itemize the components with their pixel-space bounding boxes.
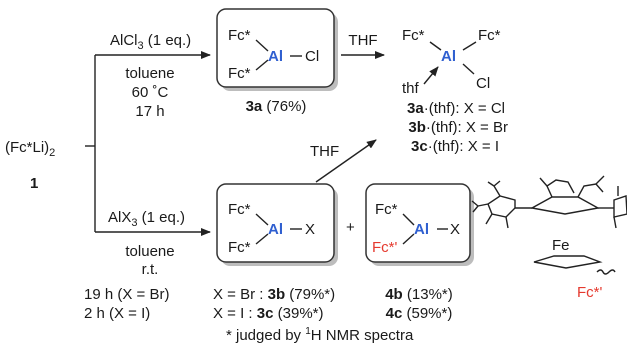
svg-text:3c·(thf): X = I: 3c·(thf): X = I bbox=[411, 138, 499, 155]
svg-text:Fc*: Fc* bbox=[228, 65, 251, 82]
svg-text:THF: THF bbox=[348, 32, 377, 49]
box-compound-4: Fc* Fc*' Al X bbox=[365, 183, 474, 266]
svg-text:3a·(thf): X = Cl: 3a·(thf): X = Cl bbox=[407, 100, 505, 117]
svg-text:Fc*: Fc* bbox=[228, 27, 251, 44]
thf-arrow-diagonal: THF bbox=[310, 139, 377, 183]
svg-text:AlCl3 (1 eq.): AlCl3 (1 eq.) bbox=[110, 32, 191, 52]
ferrocene-structure: Fe Fc*' bbox=[471, 175, 627, 301]
svg-text:AlX3 (1 eq.): AlX3 (1 eq.) bbox=[108, 209, 185, 229]
svg-text:60 ˚C: 60 ˚C bbox=[132, 84, 169, 101]
results-4: 4b (13%*) 4c (59%*) bbox=[385, 286, 453, 322]
svg-text:Al: Al bbox=[268, 221, 283, 238]
svg-text:toluene: toluene bbox=[125, 65, 174, 82]
svg-text:X = Br : 3b (79%*): X = Br : 3b (79%*) bbox=[213, 286, 335, 303]
svg-text:(Fc*Li)2: (Fc*Li)2 bbox=[5, 139, 55, 159]
plus-sign: + bbox=[346, 219, 355, 236]
svg-text:Al: Al bbox=[441, 48, 456, 65]
svg-text:19 h (X = Br): 19 h (X = Br) bbox=[84, 286, 169, 303]
thf-arrow-top: THF bbox=[341, 32, 385, 59]
svg-text:Fc*: Fc* bbox=[375, 201, 398, 218]
svg-text:r.t.: r.t. bbox=[142, 261, 159, 278]
svg-text:toluene: toluene bbox=[125, 243, 174, 260]
thf-complex-legend: 3a·(thf): X = Cl 3b·(thf): X = Br 3c·(th… bbox=[407, 100, 508, 155]
svg-text:Fc*: Fc* bbox=[402, 27, 425, 44]
svg-text:Al: Al bbox=[414, 221, 429, 238]
svg-text:Fc*': Fc*' bbox=[372, 239, 398, 256]
svg-text:Fc*: Fc* bbox=[478, 27, 501, 44]
svg-text:Al: Al bbox=[268, 48, 283, 65]
svg-text:X = I : 3c (39%*): X = I : 3c (39%*) bbox=[213, 305, 324, 322]
svg-text:Fc*: Fc* bbox=[228, 201, 251, 218]
starting-material: (Fc*Li)2 1 bbox=[5, 139, 55, 192]
footnote: * judged by 1H NMR spectra bbox=[226, 326, 414, 344]
box-compound-3b-3c: Fc* Fc* Al X bbox=[216, 183, 338, 266]
bottom-route-conditions: AlX3 (1 eq.) toluene r.t. 19 h (X = Br) … bbox=[84, 209, 185, 322]
svg-text:Cl: Cl bbox=[476, 75, 490, 92]
svg-text:Fe: Fe bbox=[552, 237, 570, 254]
svg-text:4c (59%*): 4c (59%*) bbox=[386, 305, 453, 322]
svg-text:X: X bbox=[450, 221, 460, 238]
svg-text:THF: THF bbox=[310, 143, 339, 160]
label-3a: 3a (76%) bbox=[246, 98, 307, 115]
svg-text:4b (13%*): 4b (13%*) bbox=[385, 286, 453, 303]
thf-complex: Fc* Fc* Al thf Cl bbox=[402, 27, 501, 97]
compound-number-1: 1 bbox=[30, 175, 38, 192]
svg-text:17 h: 17 h bbox=[135, 103, 164, 120]
box-compound-3a: Fc* Fc* Al Cl bbox=[216, 8, 338, 91]
svg-text:Fc*: Fc* bbox=[228, 239, 251, 256]
svg-text:thf: thf bbox=[402, 80, 420, 97]
branch-arrows bbox=[85, 51, 211, 236]
svg-text:Cl: Cl bbox=[305, 48, 319, 65]
top-route-conditions: AlCl3 (1 eq.) toluene 60 ˚C 17 h bbox=[110, 32, 191, 120]
svg-text:Fc*': Fc*' bbox=[577, 284, 603, 301]
svg-text:X: X bbox=[305, 221, 315, 238]
results-3b-3c: X = Br : 3b (79%*) X = I : 3c (39%*) bbox=[213, 286, 335, 322]
svg-text:2 h (X = I): 2 h (X = I) bbox=[84, 305, 150, 322]
svg-text:3b·(thf): X = Br: 3b·(thf): X = Br bbox=[408, 119, 508, 136]
